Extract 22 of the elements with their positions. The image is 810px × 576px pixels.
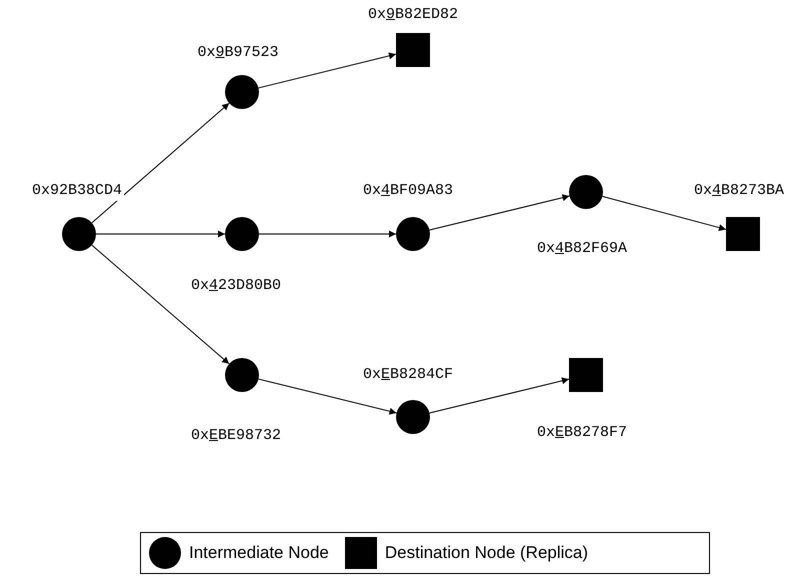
node-address-label: 0x92B38CD4 bbox=[30, 181, 124, 201]
node-square bbox=[569, 358, 603, 392]
arrow bbox=[91, 244, 230, 364]
node-circle bbox=[396, 217, 430, 251]
arrow bbox=[258, 230, 396, 238]
arrow bbox=[258, 378, 397, 415]
arrow bbox=[91, 102, 230, 224]
node-circle bbox=[225, 217, 259, 251]
legend-label: Intermediate Node bbox=[189, 543, 329, 563]
node-circle bbox=[62, 217, 96, 251]
arrow bbox=[258, 52, 396, 88]
node-circle bbox=[225, 358, 259, 392]
legend-label: Destination Node (Replica) bbox=[384, 543, 588, 563]
node-square bbox=[396, 33, 430, 67]
arrow bbox=[602, 196, 726, 232]
node-circle bbox=[569, 175, 603, 209]
arrow bbox=[429, 194, 570, 230]
node-circle bbox=[225, 75, 259, 109]
arrow bbox=[429, 377, 570, 414]
arrow bbox=[96, 230, 226, 238]
node-circle bbox=[396, 400, 430, 434]
node-square bbox=[726, 217, 760, 251]
